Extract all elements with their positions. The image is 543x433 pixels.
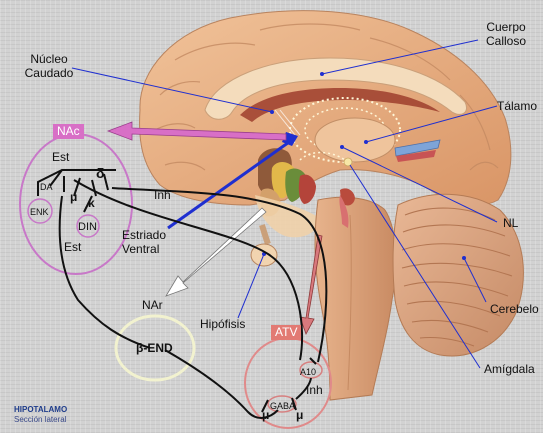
pathway-est-nac-nar: [60, 196, 150, 348]
label-kappa: κ: [88, 196, 95, 210]
label-inh-top: Inh: [154, 188, 171, 202]
pointer-hipofisis: [238, 254, 264, 318]
label-cuerpo-calloso: Cuerpo Calloso: [476, 20, 536, 48]
thalamus: [315, 118, 395, 162]
label-beta-end: β-END: [136, 341, 173, 355]
label-est-top: Est: [52, 150, 69, 164]
label-nac-box: NAc: [53, 124, 84, 139]
pituitary-stalk: [262, 225, 268, 244]
label-mu-left: μ: [262, 408, 269, 422]
caption-title: HIPOTALAMO: [14, 405, 67, 414]
label-nucleo-caudado-line2: Caudado: [20, 66, 78, 80]
label-cuerpo-calloso-line1: Cuerpo: [476, 20, 536, 34]
label-nl: NL: [503, 216, 518, 230]
label-nar: NAr: [142, 298, 163, 312]
label-estriado-ventral-line1: Estriado: [122, 228, 166, 242]
label-est-left: Est: [64, 240, 81, 254]
label-a10: A10: [300, 365, 316, 379]
label-da: DA: [40, 180, 53, 194]
label-cerebelo: Cerebelo: [490, 302, 539, 316]
label-estriado-ventral-line2: Ventral: [122, 242, 166, 256]
label-mu-nac: μ: [70, 190, 77, 204]
label-nucleo-caudado-line1: Núcleo: [20, 52, 78, 66]
label-hipofisis: Hipófisis: [200, 317, 245, 331]
label-inh-bottom: Inh: [306, 383, 323, 397]
caption-subtitle: Sección lateral: [14, 415, 66, 424]
label-talamo: Tálamo: [497, 99, 537, 113]
brain-illustration: [140, 11, 524, 400]
label-enk: ENK: [30, 205, 49, 219]
label-din: DIN: [78, 220, 97, 234]
label-gaba: GABA: [270, 399, 295, 413]
label-estriado-ventral: Estriado Ventral: [122, 228, 166, 256]
label-nucleo-caudado: Núcleo Caudado: [20, 52, 78, 80]
label-mu-right: μ: [296, 408, 303, 422]
label-cuerpo-calloso-line2: Calloso: [476, 34, 536, 48]
label-atv-box: ATV: [271, 325, 301, 340]
label-delta: δ: [96, 166, 105, 180]
label-amigdala: Amígdala: [484, 362, 535, 376]
